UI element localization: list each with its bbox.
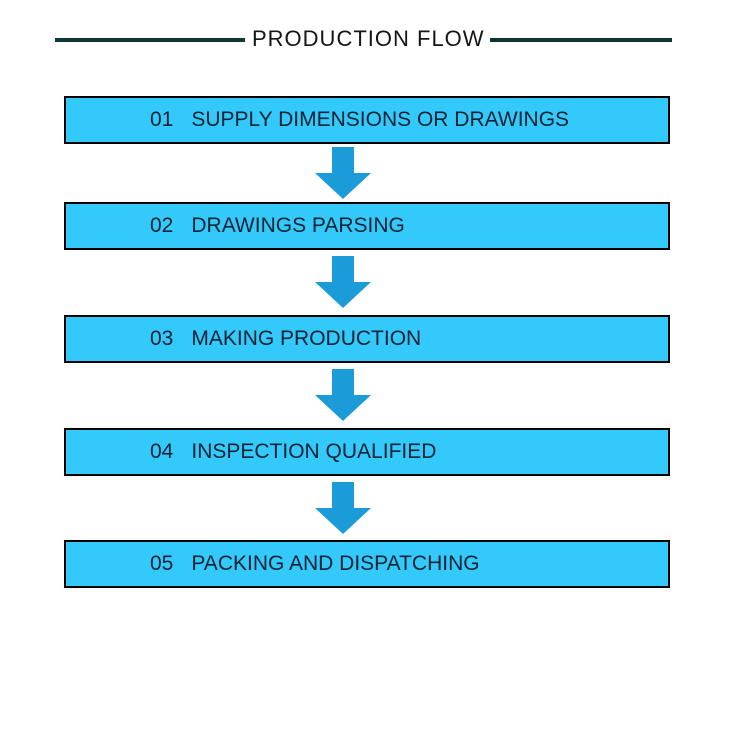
down-arrow-icon xyxy=(315,369,371,421)
flow-step-4: 04 INSPECTION QUALIFIED xyxy=(64,428,670,476)
step-number: 01 xyxy=(150,108,174,131)
title-rule-left xyxy=(55,38,245,42)
flow-step-1: 01 SUPPLY DIMENSIONS OR DRAWINGS xyxy=(64,96,670,144)
title-rule-right xyxy=(490,38,672,42)
step-number: 03 xyxy=(150,327,174,350)
down-arrow-icon xyxy=(315,482,371,534)
page-title: PRODUCTION FLOW xyxy=(252,26,485,51)
step-label: MAKING PRODUCTION xyxy=(191,327,422,350)
flow-step-3: 03 MAKING PRODUCTION xyxy=(64,315,670,363)
step-number: 05 xyxy=(150,552,174,575)
step-label: SUPPLY DIMENSIONS OR DRAWINGS xyxy=(191,108,570,131)
step-label: INSPECTION QUALIFIED xyxy=(191,440,437,463)
step-number: 02 xyxy=(150,214,174,237)
flow-step-5: 05 PACKING AND DISPATCHING xyxy=(64,540,670,588)
step-label: DRAWINGS PARSING xyxy=(191,214,405,237)
down-arrow-icon xyxy=(315,147,371,199)
flow-step-2: 02 DRAWINGS PARSING xyxy=(64,202,670,250)
step-number: 04 xyxy=(150,440,174,463)
step-label: PACKING AND DISPATCHING xyxy=(191,552,480,575)
down-arrow-icon xyxy=(315,256,371,308)
